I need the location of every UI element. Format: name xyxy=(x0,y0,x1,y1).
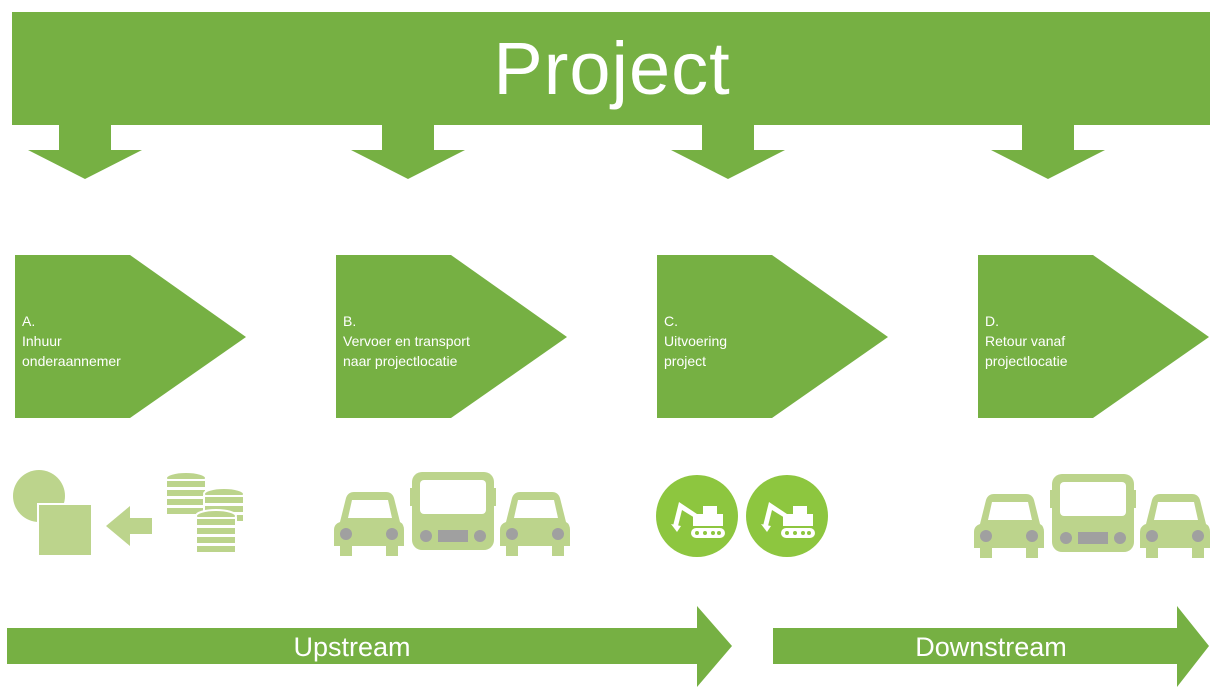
step-b-label: Vervoer en transport naar projectlocatie xyxy=(343,333,470,369)
step-d-label: Retour vanaf projectlocatie xyxy=(985,333,1068,369)
project-banner xyxy=(12,12,1210,125)
upstream-arrow xyxy=(7,606,732,687)
subcontractor-hire-icon xyxy=(13,470,245,557)
downstream-arrow xyxy=(773,606,1209,687)
down-arrow-b xyxy=(351,125,465,179)
step-d-shape xyxy=(978,255,1209,418)
step-c-label: Uitvoering project xyxy=(664,333,728,369)
upstream-label: Upstream xyxy=(293,631,411,662)
down-arrow-d xyxy=(991,125,1105,179)
excavator-icon xyxy=(656,475,828,557)
step-a-letter: A. xyxy=(22,313,36,329)
step-b-letter: B. xyxy=(343,313,357,329)
step-c-shape xyxy=(657,255,888,418)
step-c-letter: C. xyxy=(664,313,678,329)
down-arrow-a xyxy=(28,125,142,179)
step-a-shape xyxy=(15,255,246,418)
step-a-label: Inhuur onderaannemer xyxy=(22,333,121,369)
banner-title: Project xyxy=(493,27,731,110)
step-d-letter: D. xyxy=(985,313,999,329)
step-b-shape xyxy=(336,255,567,418)
down-arrow-c xyxy=(671,125,785,179)
vehicles-return-icon xyxy=(974,474,1210,558)
vehicles-icon xyxy=(334,472,570,556)
downstream-label: Downstream xyxy=(915,631,1067,662)
